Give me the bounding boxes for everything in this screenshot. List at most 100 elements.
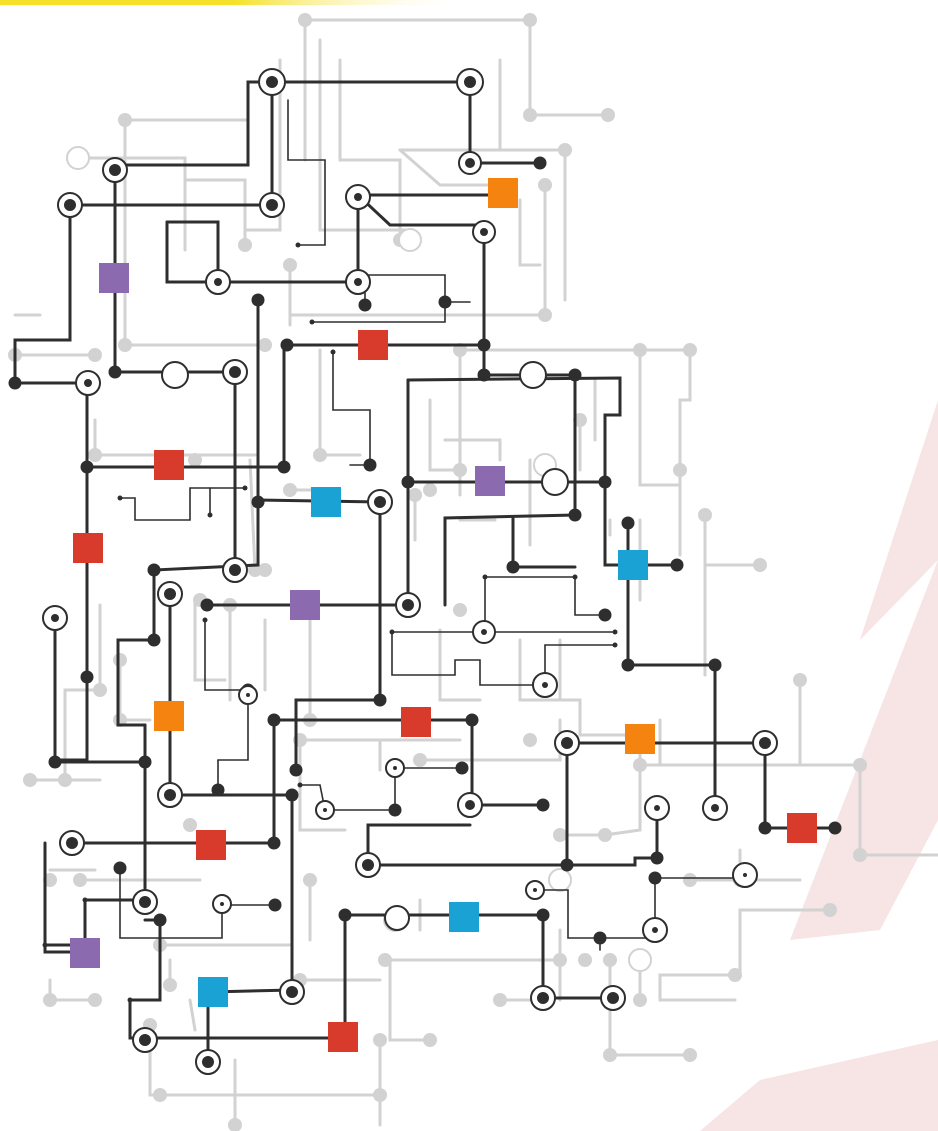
dark-pad-35-center [652,927,658,933]
dark-trace-12 [356,193,486,227]
light-trace-62 [48,978,97,1002]
light-node-0 [298,13,312,27]
dark-pad-36-center [286,986,298,998]
light-node-76 [163,978,177,992]
light-node-65 [153,1088,167,1102]
dark-pad-41 [519,361,547,389]
dark-pad-20-center [164,789,176,801]
light-node-49 [823,903,837,917]
dark-node-47 [388,803,402,817]
thin-trace-0 [287,99,326,246]
light-node-35 [93,683,107,697]
light-trace-60 [188,998,197,1032]
light-node-54 [603,953,617,967]
light-trace-23 [93,418,257,457]
thin-trace-16 [324,767,463,811]
background-watermark [700,400,938,1131]
dark-pad-37-center [537,992,549,1004]
dark-pad-22-center [561,737,573,749]
dark-pad-12-center [374,496,386,508]
dark-tiny-node-0 [309,319,315,325]
light-node-26 [423,483,437,497]
dark-pad-0-center [266,76,278,88]
light-node-8 [238,238,252,252]
component-layer [70,178,817,1052]
dark-tiny-node-6 [389,629,395,635]
dark-node-0 [533,156,547,170]
dark-tiny-node-15 [127,997,133,1003]
dark-tiny-node-1 [330,349,336,355]
dark-pad-26-center [711,804,719,812]
dark-pad-3-center [109,164,121,176]
light-node-10 [283,258,297,272]
dark-pad-21-center [393,766,397,770]
light-node-61 [378,953,392,967]
dark-pad-33-center [533,888,537,892]
light-trace-layer [8,13,938,1131]
component-blue-1 [618,550,648,580]
dark-pad-10-center [84,379,92,387]
dark-pad-7-center [480,228,488,236]
dark-node-24 [621,658,635,672]
light-trace-41 [63,688,102,782]
dark-node-21 [200,598,214,612]
light-trace-7 [318,38,407,232]
dark-pad-18-center [542,682,548,688]
light-trace-74 [118,658,152,722]
dark-tiny-node-4 [242,485,248,491]
light-node-25 [408,488,422,502]
dark-node-38 [536,908,550,922]
dark-node-19 [289,763,303,777]
dark-trace-39 [143,913,347,1040]
dark-node-46 [211,783,225,797]
dark-pad-5-center [266,199,278,211]
light-node-55 [578,953,592,967]
dark-pad-14-center [402,599,414,611]
dark-node-41 [598,608,612,622]
dark-pad-24-center [465,800,475,810]
light-node-20 [453,463,467,477]
dark-node-25 [708,658,722,672]
light-node-1 [523,13,537,27]
thin-trace-3 [332,351,371,466]
light-node-11 [538,308,552,322]
thin-trace-17 [119,867,276,939]
component-purple-2 [290,590,320,620]
dark-trace-1 [113,80,274,167]
dark-node-50 [593,931,607,945]
dark-pad-27-center [323,808,327,812]
dark-pad-30-center [743,873,747,877]
dark-trace-44 [43,841,87,954]
dark-trace-23 [294,500,382,772]
light-trace-0 [303,18,610,117]
component-red-6 [328,1022,358,1052]
light-node-22 [673,463,687,477]
light-trace-18 [318,348,362,457]
dark-tiny-node-7 [612,629,618,635]
light-node-29 [88,448,102,462]
dark-node-9 [277,460,291,474]
thin-trace-18 [534,877,746,939]
dark-trace-25 [406,376,679,567]
light-node-58 [183,818,197,832]
component-red-1 [154,450,184,480]
light-pad-5 [548,868,572,892]
component-blue-2 [449,902,479,932]
light-node-13 [88,348,102,362]
light-trace-20 [458,348,692,472]
dark-pad-17-center [481,629,487,635]
light-node-41 [633,758,647,772]
light-pad-1 [398,228,422,252]
dark-node-34 [828,821,842,835]
dark-node-48 [455,761,469,775]
dark-trace-19 [152,500,260,642]
light-pad-6 [628,948,652,972]
dark-trace-37 [565,806,659,867]
light-node-72 [493,993,507,1007]
light-trace-48 [638,763,938,857]
dark-pad-6-center [354,193,362,201]
dark-tiny-node-13 [42,942,48,948]
dark-pad-9-center [354,278,362,286]
dark-pad-13-center [229,564,241,576]
